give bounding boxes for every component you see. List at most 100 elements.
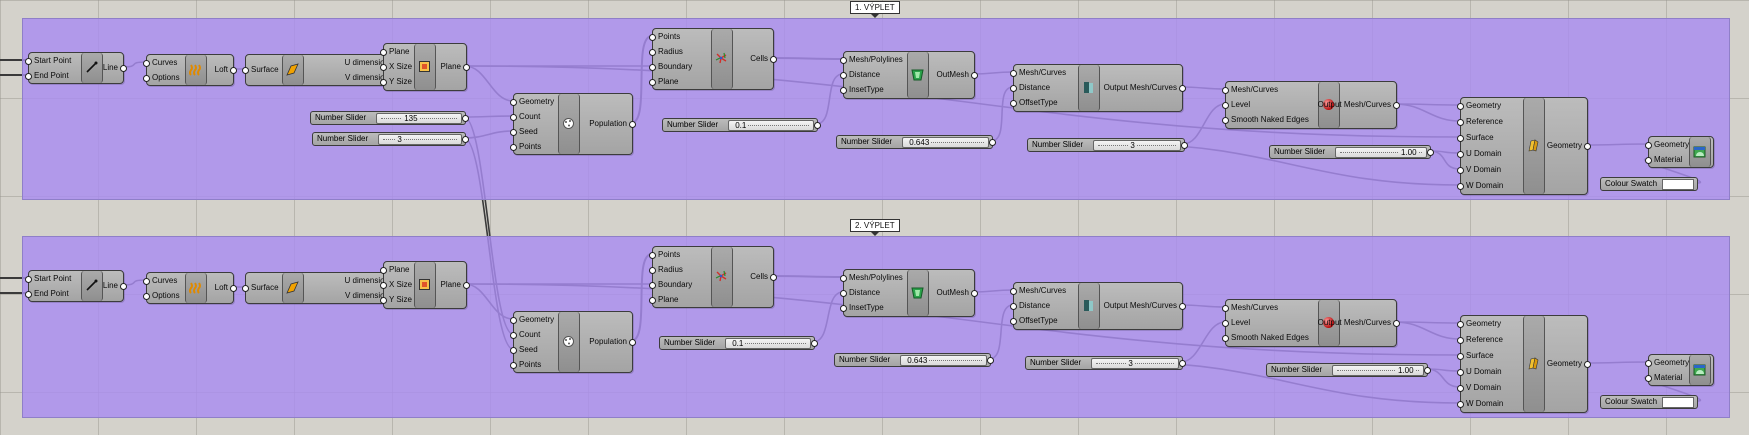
output-name[interactable]: Plane [440, 62, 461, 71]
slider-value[interactable]: 0.1 [733, 121, 749, 130]
output-grip[interactable] [463, 64, 470, 71]
output-name[interactable]: OutMesh [936, 70, 969, 79]
input-3[interactable]: Points [519, 142, 542, 151]
output-0[interactable]: U dimension [344, 276, 389, 285]
input-grip[interactable] [649, 297, 656, 304]
output-grip[interactable] [1584, 143, 1591, 150]
input-grip[interactable] [840, 57, 847, 64]
input-1[interactable]: Material [1654, 155, 1683, 164]
output-name[interactable]: OutMesh [936, 288, 969, 297]
component-body[interactable] [81, 53, 103, 83]
component-body[interactable] [1689, 355, 1711, 385]
input-grip[interactable] [840, 275, 847, 282]
output-grip[interactable] [987, 357, 994, 364]
input-2[interactable]: Y Size [389, 77, 412, 86]
slider-value[interactable]: 135 [402, 114, 420, 123]
output-name[interactable]: Cells [750, 272, 768, 281]
input-4[interactable]: V Domain [1466, 383, 1502, 392]
output-grip[interactable] [1179, 360, 1186, 367]
slider-track[interactable]: 3 [1091, 358, 1179, 369]
slider-value[interactable]: 3 [395, 135, 404, 144]
input-1[interactable]: Material [1654, 373, 1683, 382]
input-2[interactable]: Boundary [658, 280, 693, 289]
input-0[interactable]: Geometry [519, 315, 555, 324]
input-grip[interactable] [25, 58, 32, 65]
input-grip[interactable] [1457, 337, 1464, 344]
output-name[interactable]: Output Mesh/Curves [1317, 100, 1391, 109]
component-body[interactable] [81, 271, 103, 301]
input-grip[interactable] [1010, 100, 1017, 107]
input-grip[interactable] [1457, 385, 1464, 392]
input-grip[interactable] [1645, 142, 1652, 149]
component-body[interactable] [1689, 137, 1711, 167]
input-0[interactable]: Plane [389, 265, 410, 274]
input-2[interactable]: Seed [519, 127, 538, 136]
input-3[interactable]: U Domain [1466, 149, 1502, 158]
output-name[interactable]: Loft [214, 65, 228, 74]
component-body[interactable] [282, 273, 304, 303]
slider-track[interactable]: 0.643 [902, 137, 989, 148]
input-1[interactable]: Options [152, 291, 180, 300]
input-0[interactable]: Mesh/Curves [1019, 286, 1067, 295]
input-2[interactable]: Y Size [389, 295, 412, 304]
slider-track[interactable]: 1.00 [1335, 147, 1427, 158]
input-3[interactable]: U Domain [1466, 367, 1502, 376]
input-grip[interactable] [510, 332, 517, 339]
input-2[interactable]: Boundary [658, 62, 693, 71]
component-body[interactable] [558, 312, 580, 372]
input-grip[interactable] [242, 67, 249, 74]
input-grip[interactable] [649, 64, 656, 71]
input-1[interactable]: End Point [34, 289, 69, 298]
component-body[interactable] [185, 273, 207, 303]
input-grip[interactable] [1457, 369, 1464, 376]
input-2[interactable]: Smooth Naked Edges [1231, 115, 1309, 124]
output-grip[interactable] [120, 283, 127, 290]
input-grip[interactable] [1457, 183, 1464, 190]
slider-track[interactable]: 1.00 [1332, 365, 1424, 376]
input-grip[interactable] [1222, 117, 1229, 124]
input-grip[interactable] [380, 79, 387, 86]
group-2[interactable] [22, 236, 1730, 418]
group-title[interactable]: 1. VÝPLET [850, 1, 900, 18]
input-0[interactable]: Geometry [1654, 358, 1690, 367]
output-grip[interactable] [1179, 303, 1186, 310]
input-grip[interactable] [1457, 167, 1464, 174]
input-grip[interactable] [1457, 353, 1464, 360]
input-grip[interactable] [1010, 85, 1017, 92]
input-1[interactable]: Level [1231, 100, 1251, 109]
output-grip[interactable] [989, 139, 996, 146]
input-0[interactable]: Geometry [1466, 319, 1502, 328]
input-grip[interactable] [1645, 375, 1652, 382]
component-body[interactable] [558, 94, 580, 154]
output-name[interactable]: Population [589, 119, 627, 128]
slider-value[interactable]: 0.1 [730, 339, 746, 348]
input-grip[interactable] [510, 129, 517, 136]
input-1[interactable]: Reference [1466, 335, 1503, 344]
output-grip[interactable] [1393, 320, 1400, 327]
output-grip[interactable] [629, 121, 636, 128]
input-grip[interactable] [242, 285, 249, 292]
input-0[interactable]: Geometry [1654, 140, 1690, 149]
input-grip[interactable] [1222, 305, 1229, 312]
input-grip[interactable] [1010, 303, 1017, 310]
input-0[interactable]: Mesh/Curves [1231, 85, 1279, 94]
slider-track[interactable]: 3 [1093, 140, 1181, 151]
input-grip[interactable] [649, 267, 656, 274]
input-grip[interactable] [143, 75, 150, 82]
input-1[interactable]: Distance [849, 70, 881, 79]
component-body[interactable] [414, 262, 436, 308]
colour-swatch[interactable]: Colour Swatch [1600, 395, 1698, 409]
input-grip[interactable] [380, 64, 387, 71]
input-1[interactable]: Level [1231, 318, 1251, 327]
